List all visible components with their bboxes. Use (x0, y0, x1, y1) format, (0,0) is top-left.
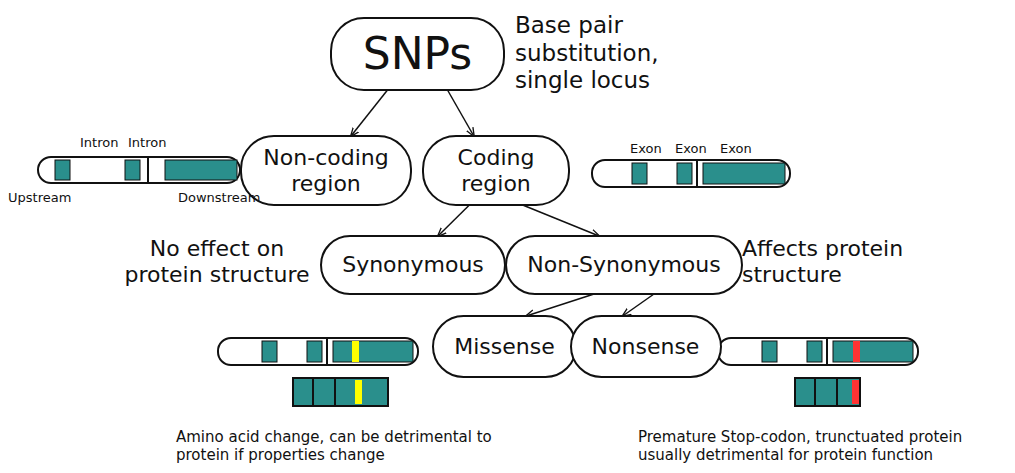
nonsense-protein (795, 378, 860, 406)
effect-note: Affects protein structure (742, 236, 942, 289)
arrow-connector (523, 205, 599, 236)
category-box: Coding region (422, 135, 570, 206)
region-label: Exon (720, 141, 760, 157)
node-text: Non-coding region (252, 145, 400, 196)
arrow-connector (623, 294, 654, 316)
region-label: Intron (128, 135, 188, 151)
node-text: Coding region (434, 145, 558, 196)
category-box: Synonymous (320, 235, 506, 295)
category-box: Missense (432, 315, 577, 378)
arrow-connector (351, 90, 388, 136)
region-label: Downstream (178, 190, 268, 206)
nonsense-gene-bar (718, 338, 918, 365)
region-label: Exon (675, 141, 715, 157)
root-box: SNPs (330, 17, 505, 91)
missense-protein (293, 378, 388, 406)
category-box: Non-coding region (240, 135, 412, 206)
coding-gene-bar (592, 160, 790, 187)
description-note: Amino acid change, can be detrimental to… (176, 428, 536, 464)
noncoding-gene-bar (38, 157, 240, 183)
node-text: SNPs (363, 29, 473, 80)
category-box: Non-Synonymous (505, 235, 743, 295)
missense-gene-bar (218, 338, 418, 365)
arrow-connector (526, 294, 594, 316)
region-label: Exon (630, 141, 670, 157)
node-text: Synonymous (342, 252, 484, 277)
region-label: Upstream (8, 190, 88, 206)
arrow-connector (438, 205, 469, 236)
node-text: Non-Synonymous (527, 252, 720, 277)
definition-note: Base pair substitution, single locus (515, 12, 685, 95)
node-text: Nonsense (592, 334, 700, 359)
category-box: Nonsense (570, 315, 722, 378)
arrow-connector (448, 90, 474, 136)
effect-note: No effect on protein structure (112, 236, 322, 289)
node-text: Missense (454, 334, 555, 359)
description-note: Premature Stop-codon, trunctuated protei… (638, 428, 1010, 464)
